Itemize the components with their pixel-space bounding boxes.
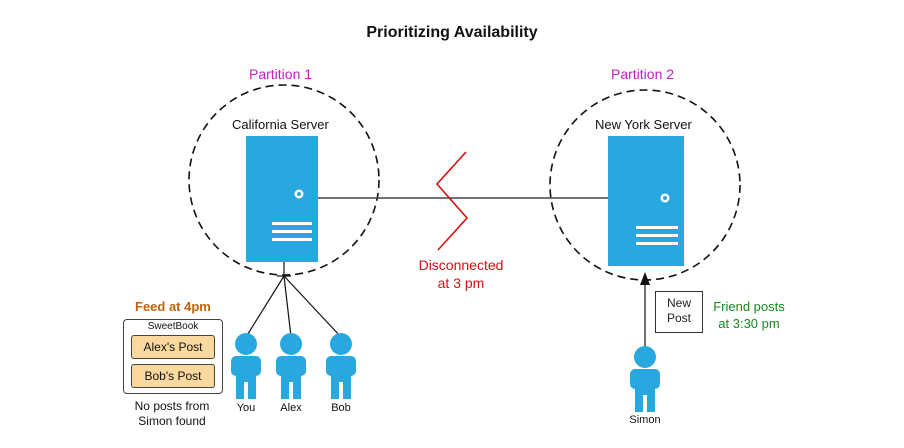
california-server-icon: [246, 136, 318, 262]
user-label-bob: Bob: [331, 402, 351, 414]
disconnected-line-2: at 3 pm: [437, 275, 485, 291]
feed-post-bob: Bob's Post: [131, 364, 215, 388]
partition-break-mark: [435, 151, 469, 251]
partition-1-label: Partition 1: [249, 66, 313, 82]
partition-2-label: Partition 2: [611, 66, 675, 82]
feed-note-line-2: Simon found: [138, 414, 206, 428]
friend-posts-label: Friend posts at 3:30 pm: [706, 298, 792, 332]
link-bob: [283, 275, 342, 338]
link-alex: [283, 275, 292, 338]
disconnected-label: Disconnected at 3 pm: [405, 256, 517, 292]
feed-title: Feed at 4pm: [135, 299, 211, 314]
user-label-you: You: [236, 402, 256, 414]
arrow-head-icon: [640, 272, 650, 285]
diagram-title: Prioritizing Availability: [366, 24, 538, 41]
friend-posts-line-1: Friend posts: [713, 299, 785, 314]
california-server-label: California Server: [232, 117, 329, 132]
person-you-icon: [231, 333, 261, 399]
new-york-server-label: New York Server: [595, 117, 692, 132]
feed-note: No posts from Simon found: [122, 399, 222, 429]
person-simon-icon: [630, 346, 660, 412]
user-label-alex: Alex: [280, 402, 302, 414]
feed-post-alex: Alex's Post: [131, 335, 215, 359]
feed-note-line-1: No posts from: [134, 399, 210, 413]
sweetbook-feed-panel: SweetBook Alex's Post Bob's Post: [123, 319, 223, 394]
app-name: SweetBook: [147, 321, 199, 332]
disconnected-line-1: Disconnected: [418, 257, 504, 273]
new-york-server-icon: [608, 136, 684, 266]
link-you: [245, 275, 285, 338]
person-alex-icon: [276, 333, 306, 399]
new-post-line-1: New: [666, 296, 691, 310]
person-bob-icon: [326, 333, 356, 399]
new-post-box: New Post: [655, 291, 703, 333]
new-post-line-2: Post: [666, 311, 691, 325]
user-label-simon: Simon: [629, 414, 661, 426]
friend-posts-line-2: at 3:30 pm: [718, 316, 780, 331]
